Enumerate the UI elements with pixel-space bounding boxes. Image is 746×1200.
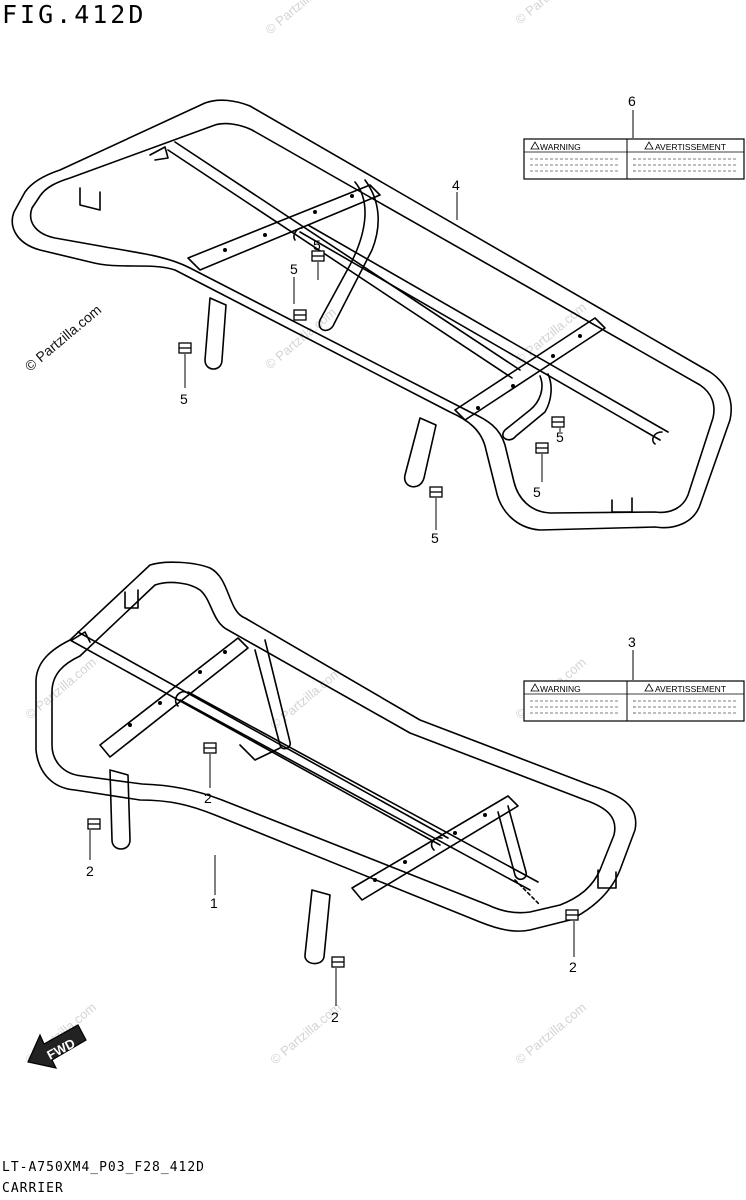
part-number-6: 6 (628, 93, 636, 109)
warning-label-right-text: AVERTISSEMENT (655, 684, 726, 694)
warning-label-left-text: WARNING (540, 142, 581, 152)
warning-label-left-text: WARNING (540, 684, 581, 694)
part-number-5: 5 (556, 429, 564, 445)
rear-leaders (184, 110, 634, 530)
part-number-1: 1 (210, 895, 218, 911)
watermark: © Partzilla.com (512, 999, 589, 1067)
warning-label-6: WARNING AVERTISSEMENT (523, 138, 745, 180)
part-number-2: 2 (204, 790, 212, 806)
part-number-2: 2 (86, 863, 94, 879)
warning-triangle-icon (530, 141, 540, 150)
watermark: © Partzilla.com (22, 654, 99, 722)
rear-bolts (178, 250, 565, 498)
watermark-dark: © Partzilla.com (22, 301, 105, 374)
front-leaders (89, 650, 634, 1006)
rear-carrier (11, 99, 732, 531)
warning-triangle-icon (530, 683, 540, 692)
front-carrier (35, 561, 637, 965)
footer-drawing-code: LT-A750XM4_P03_F28_412D (2, 1160, 206, 1175)
part-number-4: 4 (452, 177, 460, 193)
part-number-5: 5 (533, 484, 541, 500)
watermark: © Partzilla.com (512, 299, 589, 367)
part-number-5: 5 (431, 530, 439, 546)
part-number-2: 2 (569, 959, 577, 975)
front-bolts (87, 742, 579, 968)
warning-label-right-text: AVERTISSEMENT (655, 142, 726, 152)
part-number-5: 5 (290, 261, 298, 277)
part-number-2: 2 (331, 1009, 339, 1025)
warning-triangle-icon (644, 683, 654, 692)
warning-triangle-icon (644, 141, 654, 150)
footer-drawing-name: CARRIER (2, 1181, 64, 1196)
warning-label-3: WARNING AVERTISSEMENT (523, 680, 745, 722)
figure-title: FIG.412D (2, 0, 147, 29)
watermark: © Partzilla.com (512, 0, 589, 27)
part-number-3: 3 (628, 634, 636, 650)
part-number-5: 5 (313, 237, 321, 253)
part-number-5: 5 (180, 391, 188, 407)
watermark: © Partzilla.com (262, 0, 339, 37)
